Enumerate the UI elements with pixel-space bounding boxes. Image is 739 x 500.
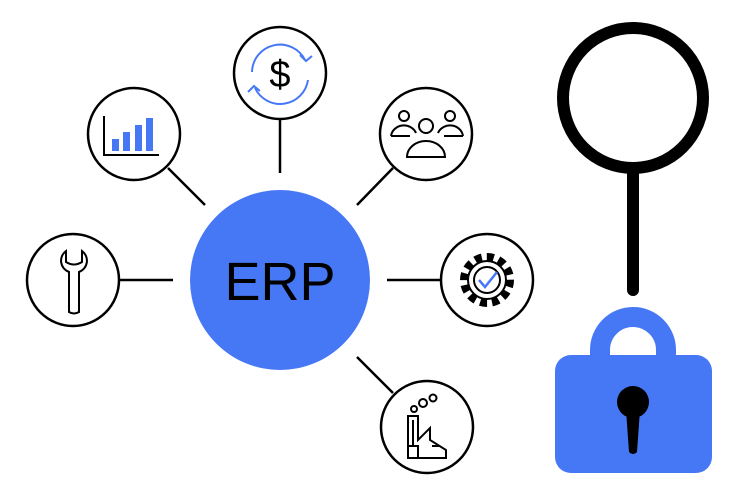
connector-hr: [356, 167, 394, 206]
connector-analytics: [167, 167, 206, 206]
erp-label: ERP: [224, 252, 335, 312]
people-group-icon: [378, 86, 474, 182]
wrench-icon: [25, 232, 121, 328]
factory-icon: [379, 379, 475, 475]
dollar-cycle-icon: $: [232, 25, 328, 121]
gear-check-icon: [439, 232, 535, 328]
erp-hub: ERP: [190, 190, 370, 370]
magnifying-glass-icon: [557, 22, 709, 296]
bar-chart-icon: [86, 86, 182, 182]
connector-manufacturing: [356, 356, 394, 394]
padlock-icon: [555, 307, 712, 473]
svg-text:$: $: [269, 54, 290, 96]
